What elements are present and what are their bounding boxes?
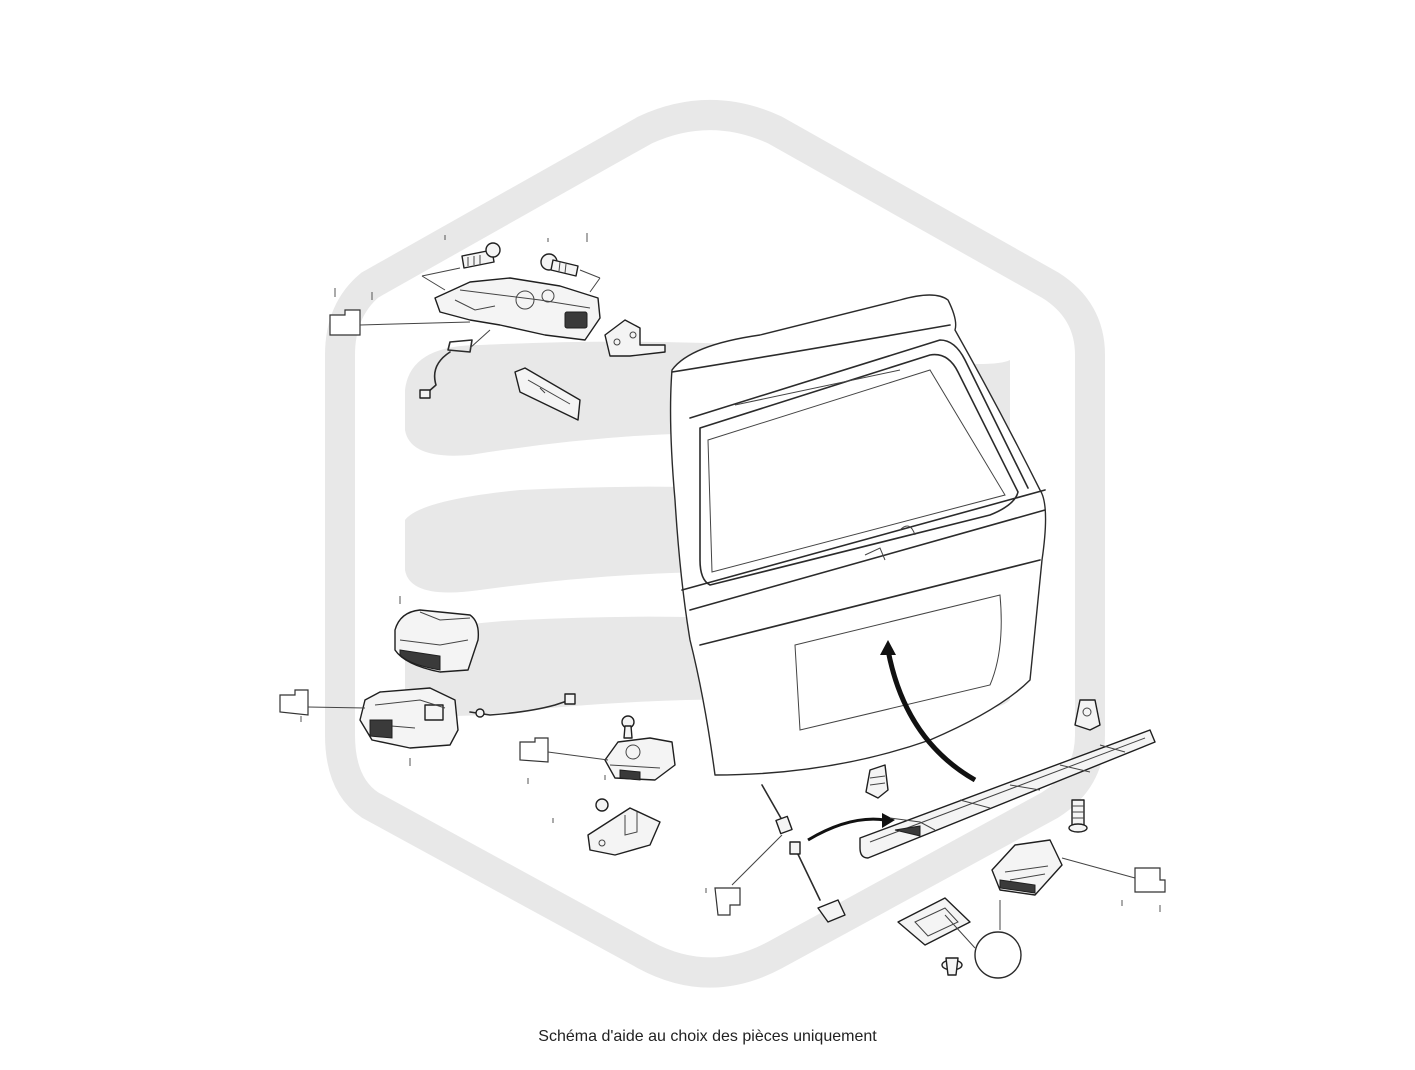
- gasket-pad[interactable]: [897, 897, 971, 946]
- camera-switch-module[interactable]: [991, 839, 1063, 896]
- tailgate-panel[interactable]: [669, 294, 1047, 776]
- screw-bolt[interactable]: [1068, 799, 1088, 833]
- assembly-arrow-up: [880, 640, 977, 783]
- lower-actuator-cover[interactable]: [394, 609, 480, 673]
- caption: Schéma d'aide au choix des pièces unique…: [538, 1028, 877, 1045]
- part-tag-4: [714, 887, 741, 916]
- upper-wiring-harness[interactable]: [419, 329, 491, 399]
- part-tag-5: [1061, 857, 1166, 893]
- upper-connector-plate[interactable]: [514, 367, 581, 421]
- upper-bolt-left[interactable]: [461, 242, 501, 269]
- assembly-arrow-trim: [807, 813, 895, 842]
- release-switch-connector[interactable]: [789, 841, 846, 923]
- bolt-leader-lines: [421, 267, 601, 293]
- lower-actuator-cable[interactable]: [469, 693, 576, 718]
- part-tag-2: [279, 689, 366, 716]
- striker-plate[interactable]: [587, 807, 661, 856]
- release-rod[interactable]: [731, 784, 793, 886]
- push-clip-fastener[interactable]: [941, 957, 963, 976]
- part-tag-3: [519, 737, 609, 763]
- rubber-bumper-stop[interactable]: [1074, 699, 1101, 731]
- trim-clip[interactable]: [865, 764, 889, 799]
- striker-bolt[interactable]: [595, 798, 609, 812]
- latch-bolt[interactable]: [621, 715, 635, 739]
- group-circle: [944, 900, 1022, 979]
- part-tag-1: [329, 309, 471, 336]
- trim-handle-bar[interactable]: [859, 729, 1156, 859]
- upper-hinge-bracket[interactable]: [604, 319, 666, 357]
- lower-actuator-motor[interactable]: [359, 687, 459, 749]
- upper-lock-motor-assembly[interactable]: [434, 277, 601, 341]
- watermark-logo: [325, 100, 1105, 988]
- tailgate-lock-latch[interactable]: [604, 737, 676, 781]
- tick-marks: [300, 233, 1161, 912]
- upper-bolt-right[interactable]: [540, 253, 579, 277]
